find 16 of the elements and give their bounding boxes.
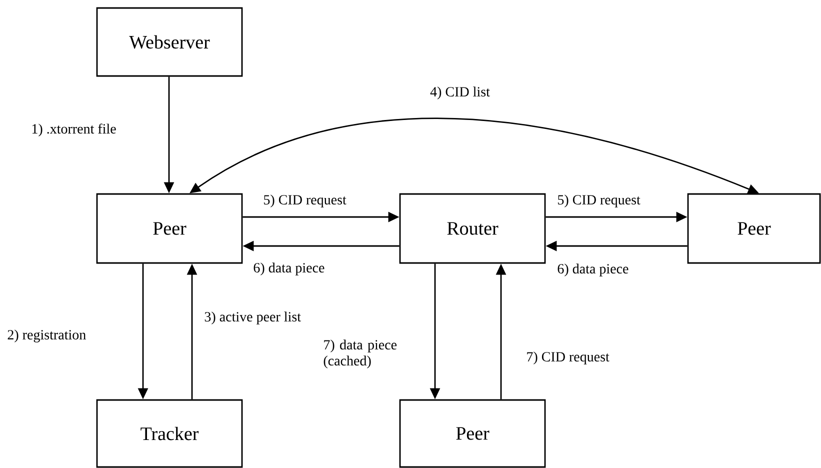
edge-label: 6) data piece — [558, 264, 628, 276]
process-box: Webserver — [96, 7, 243, 77]
process-box: Router — [399, 193, 546, 264]
edge-label: 7) CID request — [527, 352, 610, 364]
process-box: Peer — [399, 399, 546, 468]
edge-label: 4) CID list — [430, 86, 490, 100]
edge-label: 2) registration — [8, 330, 86, 342]
process-box: Tracker — [96, 399, 243, 468]
edge-label: 1) .xtorrent file — [32, 124, 116, 136]
edge-label: 6) data piece — [254, 262, 324, 276]
edge-label: 5) CID request — [264, 194, 346, 208]
process-box: Peer — [687, 193, 821, 264]
edge-label: 3) active peer list — [204, 312, 301, 324]
process-box: Peer — [96, 193, 243, 264]
edge-label: 5) CID request — [558, 194, 640, 208]
edge-label: 7) data piece (cached) — [324, 340, 397, 368]
